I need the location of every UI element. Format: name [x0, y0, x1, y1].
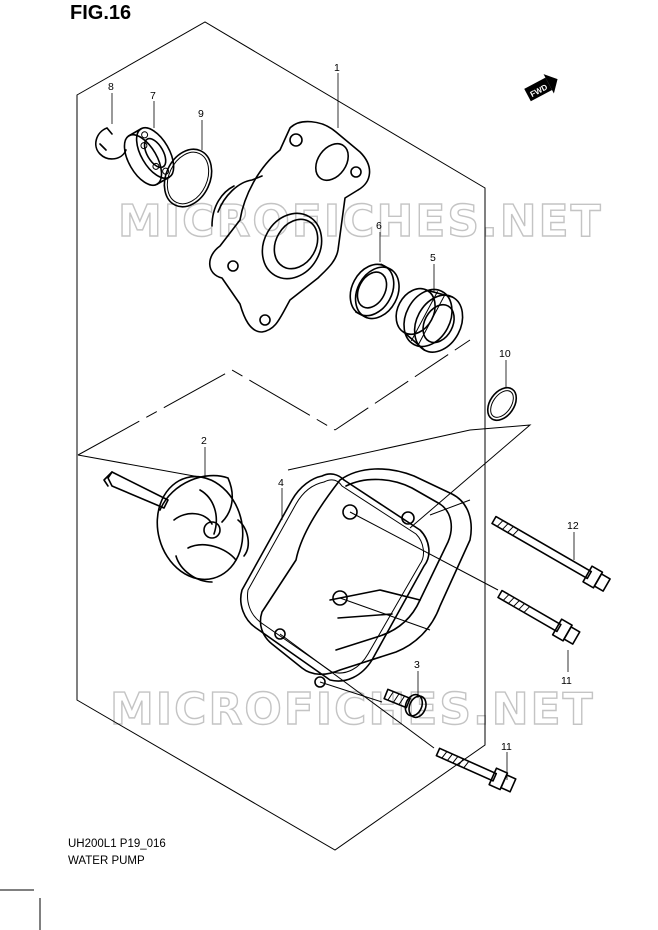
- callout-9: 9: [198, 108, 204, 120]
- callout-5: 5: [430, 252, 436, 264]
- leader-lines: [111, 73, 575, 780]
- alignment-lines: [77, 339, 532, 529]
- mechanical-seal-part-5: [395, 287, 464, 353]
- watermark-top: MICROFICHES.NET: [118, 196, 603, 247]
- callout-10: 10: [499, 348, 511, 360]
- callouts: 1 2 3 4 5 6 7 8 9 10 11 11 12: [108, 62, 579, 753]
- gasket-part-4-inner: [247, 479, 424, 674]
- figure-title: FIG.16: [70, 2, 132, 24]
- assembly-boundary: [76, 21, 486, 851]
- o-ring-part-9: [163, 148, 213, 208]
- callout-4: 4: [278, 477, 284, 489]
- impeller-part-2: [103, 471, 250, 583]
- callout-2: 2: [201, 435, 207, 447]
- callout-11-upper: 11: [561, 675, 572, 687]
- callout-1: 1: [334, 62, 340, 74]
- o-ring-part-9-inner: [166, 151, 210, 205]
- circlip-part-8: [95, 127, 127, 160]
- callout-6: 6: [376, 220, 382, 232]
- callout-8: 8: [108, 81, 114, 93]
- fwd-direction-badge: FWD: [524, 74, 558, 102]
- bolt-part-12: [491, 515, 611, 592]
- callout-11-lower: 11: [501, 741, 512, 753]
- gasket-part-4: [240, 473, 430, 682]
- pump-housing-part-1: [208, 120, 371, 333]
- pump-cover: [259, 468, 472, 688]
- callout-7: 7: [150, 90, 156, 102]
- o-ring-part-10-inner: [490, 390, 514, 418]
- o-ring-part-10: [486, 386, 518, 422]
- callout-3: 3: [414, 659, 420, 671]
- bearing-part-7: [123, 126, 175, 187]
- bolt-part-11-lower: [435, 747, 517, 793]
- crop-marks: [0, 889, 41, 930]
- watermark-bottom: MICROFICHES.NET: [110, 684, 595, 735]
- bolt-part-11-upper: [497, 589, 581, 645]
- model-code: UH200L1 P19_016: [68, 838, 166, 850]
- callout-12: 12: [567, 520, 579, 532]
- diagram-caption: WATER PUMP: [68, 855, 145, 867]
- screw-part-3: [383, 688, 427, 719]
- bolt-axes: [279, 511, 499, 749]
- seal-ring-part-6: [349, 263, 400, 320]
